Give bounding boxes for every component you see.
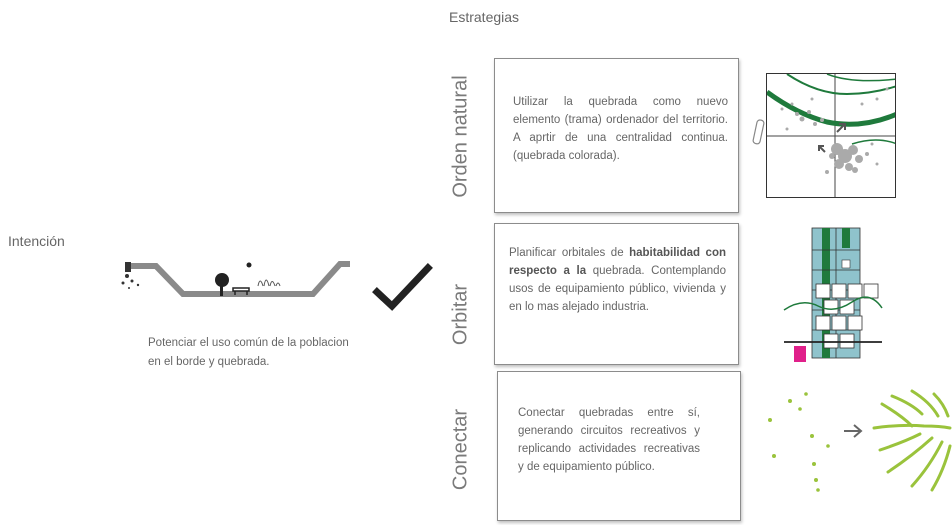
strategy-text-bold-orbitar: habitabilidad con respecto a la (509, 247, 726, 277)
strategy-label-orden-natural: Orden natural (449, 75, 472, 198)
strategy-text-conectar: Conectar quebradas entre sí, generando c… (518, 407, 700, 473)
strategy-label-conectar: Conectar (449, 408, 472, 491)
check-icon (372, 263, 433, 311)
ravine-section-illustration (121, 261, 350, 297)
intent-description: Potenciar el uso común de la poblacion e… (148, 337, 349, 368)
page-title: Estrategias (449, 9, 520, 25)
strategy-label-orbitar: Orbitar (449, 283, 472, 346)
intent-label: Intención (8, 233, 65, 249)
territory-map-orden-natural (766, 73, 896, 198)
strategy-card-orden-natural: Utilizar la quebrada como nuevo elemento… (494, 58, 739, 213)
map-pin-icon (752, 119, 765, 145)
strategy-text-orden-natural: Utilizar la quebrada como nuevo elemento… (513, 96, 728, 162)
connection-diagram (768, 389, 952, 492)
orbital-blocks-diagram (783, 227, 883, 362)
strategy-card-orbitar: Planificar orbitales de habitabilidad co… (494, 223, 739, 365)
strategy-card-conectar: Conectar quebradas entre sí, generando c… (497, 371, 741, 521)
